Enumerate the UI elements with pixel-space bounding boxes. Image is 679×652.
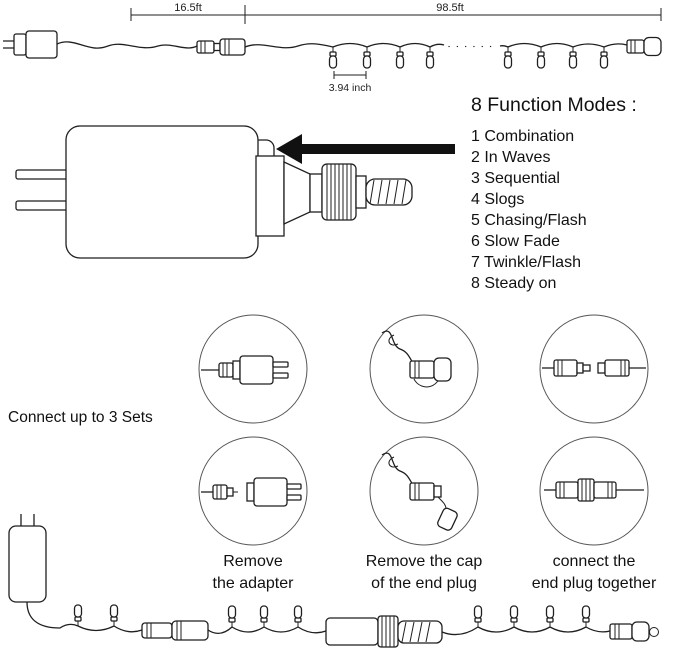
wire-segment	[499, 42, 628, 48]
step-circle-adapter-removed	[197, 435, 309, 547]
wire-segment	[244, 43, 334, 49]
adapter-connector-icon	[325, 615, 443, 648]
measure-bracket-left: 16.5ft	[130, 2, 246, 24]
function-modes-title: 8 Function Modes :	[471, 94, 637, 116]
two-plugs-joined-icon	[544, 478, 644, 502]
lead-wire	[56, 41, 198, 49]
caption-line: Remove	[223, 553, 283, 570]
function-mode-item: 6 Slow Fade	[471, 233, 560, 250]
adapter-neck	[355, 175, 367, 209]
light-bulb-icon	[509, 605, 519, 628]
light-bulb-icon	[545, 605, 555, 628]
wire-segment	[26, 601, 79, 629]
wall-plug-icon	[8, 514, 47, 603]
threaded-plug-tip-icon	[365, 178, 413, 206]
light-bulb-icon	[362, 46, 372, 69]
function-mode-item: 2 In Waves	[471, 149, 551, 166]
bulb-spacing-label: 3.94 inch	[329, 82, 372, 94]
adapter-cone	[283, 160, 311, 226]
adapter-removed-icon	[201, 477, 302, 507]
string-connector-icon	[141, 620, 209, 641]
light-bulb-icon	[109, 604, 119, 627]
step-caption-remove-adapter: Remove the adapter	[163, 551, 343, 595]
adapter-neck	[309, 173, 323, 213]
light-bulb-icon	[395, 46, 405, 69]
step-caption-connect-plugs: connect the end plug together	[504, 551, 679, 595]
light-bulb-icon	[227, 605, 237, 628]
light-bulb-icon	[259, 605, 269, 628]
wire-segment	[332, 42, 445, 48]
wire-segment	[441, 626, 611, 636]
light-bulb-icon	[599, 46, 609, 69]
mode-button-arrow-icon	[276, 134, 455, 164]
function-mode-item: 8 Steady on	[471, 275, 557, 292]
adapter-body	[65, 125, 259, 259]
step-circle-cap-on	[368, 313, 480, 425]
adapter-collar	[255, 155, 285, 237]
connect-sets-label: Connect up to 3 Sets	[8, 409, 153, 426]
power-adapter-drawing	[15, 125, 455, 259]
caption-line: of the end plug	[371, 575, 477, 592]
caption-line: the adapter	[212, 575, 294, 592]
power-adapter-plug-icon	[3, 30, 58, 59]
light-bulb-icon	[328, 46, 338, 69]
light-bulb-icon	[73, 604, 83, 627]
function-modes-list: 1 Combination 2 In Waves 3 Sequential 4 …	[471, 126, 677, 294]
caption-line: end plug together	[531, 575, 657, 592]
function-modes-panel: 8 Function Modes : 1 Combination 2 In Wa…	[471, 94, 677, 294]
light-bulb-icon	[536, 46, 546, 69]
light-bulb-icon	[581, 605, 591, 628]
function-mode-item: 4 Slogs	[471, 191, 525, 208]
connected-string-diagram	[8, 514, 659, 648]
caption-line: Remove the cap	[365, 553, 483, 570]
end-plug-icon	[626, 36, 662, 57]
ac-prongs-icon	[15, 169, 71, 211]
wire-segment	[207, 626, 327, 634]
caption-line: connect the	[552, 553, 636, 570]
adapter-connected-icon	[201, 355, 289, 385]
wire-segment	[77, 625, 143, 633]
end-plug-icon	[609, 621, 659, 642]
function-mode-item: 3 Sequential	[471, 170, 560, 187]
light-bulb-icon	[568, 46, 578, 69]
two-plugs-apart-icon	[542, 359, 646, 377]
function-mode-item: 5 Chasing/Flash	[471, 212, 587, 229]
function-mode-item: 7 Twinkle/Flash	[471, 254, 581, 271]
lead-length-label: 16.5ft	[174, 2, 202, 14]
step-circle-cap-off	[368, 435, 480, 547]
lit-length-label: 98.5ft	[436, 2, 464, 14]
step-circle-adapter-connected	[197, 313, 309, 425]
inline-connector-icon	[196, 38, 246, 56]
step-circle-plugs-apart	[538, 313, 650, 425]
end-plug-with-cap-icon	[381, 330, 452, 388]
function-mode-item: 1 Combination	[471, 128, 575, 145]
measure-bracket-right: 98.5ft	[245, 2, 662, 21]
light-bulb-icon	[425, 46, 435, 69]
light-bulb-icon	[473, 605, 483, 628]
string-overview-diagram: 16.5ft 98.5ft	[3, 2, 662, 94]
step-caption-remove-cap: Remove the cap of the end plug	[334, 551, 514, 595]
bulb-spacing-measure: 3.94 inch	[329, 71, 372, 94]
light-bulb-icon	[503, 46, 513, 69]
end-plug-cap-removed-icon	[381, 452, 458, 531]
step-circle-plugs-joined	[538, 435, 650, 547]
light-bulb-icon	[293, 605, 303, 628]
knurled-ring-icon	[321, 163, 357, 221]
